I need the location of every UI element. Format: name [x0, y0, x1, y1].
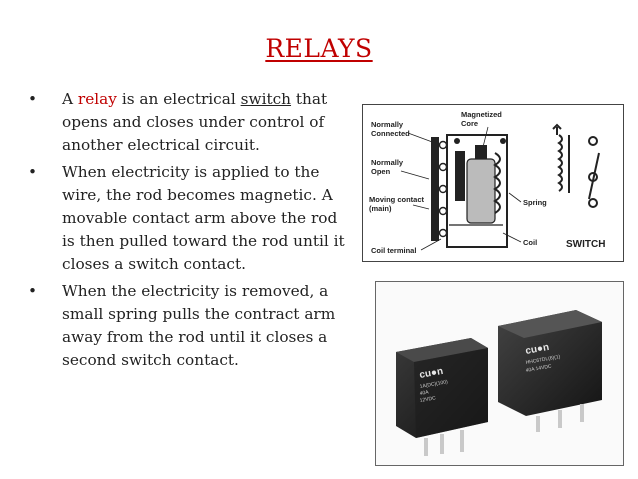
- label-coil-terminal: Coil terminal: [371, 246, 416, 255]
- label-switch: SWITCH: [566, 239, 605, 250]
- bullet-text: When electricity is applied to the wire,…: [62, 163, 345, 273]
- relay-highlight: relay: [77, 90, 117, 108]
- terminal-pins: [431, 137, 448, 241]
- bullet-item: • When electricity is applied to the wir…: [22, 161, 352, 276]
- bullet-item: • A relay is an electrical switch that o…: [22, 88, 352, 157]
- bullet-dot-icon: •: [28, 282, 38, 300]
- bullet-text: When the electricity is removed, a small…: [62, 282, 336, 369]
- label-moving-contact: Moving contact(main): [369, 195, 425, 213]
- relay-photo: cu●n 1A(DC)(100) 40A 12VDC cu●n HHC67DL(…: [375, 281, 624, 466]
- bullet-dot-icon: •: [28, 90, 38, 108]
- bullet-text: that opens and closes under control of a…: [62, 90, 328, 154]
- relay-right: cu●n HHC67DL(6)(1) 40A 14VDC: [498, 310, 602, 432]
- relay-left-line: 40A: [419, 389, 429, 397]
- label-coil: Coil: [523, 238, 537, 247]
- bullet-text: is an electrical: [116, 90, 241, 108]
- relay-housing: [446, 134, 508, 248]
- switch-symbol: [552, 123, 600, 208]
- relay-photo-svg: cu●n 1A(DC)(100) 40A 12VDC cu●n HHC67DL(…: [396, 310, 602, 456]
- bullet-dot-icon: •: [28, 163, 38, 181]
- switch-underline: switch: [240, 90, 292, 108]
- bullet-list: • A relay is an electrical switch that o…: [22, 88, 352, 376]
- relay-left-line: 12VDC: [419, 395, 436, 404]
- bullet-text: A: [62, 90, 78, 108]
- slide-title: RELAYS: [265, 34, 373, 63]
- relay-left-brand: cu●n: [419, 366, 444, 381]
- label-spring: Spring: [523, 198, 547, 207]
- relay-left: cu●n 1A(DC)(100) 40A 12VDC: [396, 338, 488, 456]
- relay-right-brand: cu●n: [525, 342, 550, 357]
- relay-left-line: 1A(DC)(100): [419, 379, 448, 390]
- bullet-item: • When the electricity is removed, a sma…: [22, 280, 352, 372]
- relay-right-line: 40A 14VDC: [525, 363, 552, 374]
